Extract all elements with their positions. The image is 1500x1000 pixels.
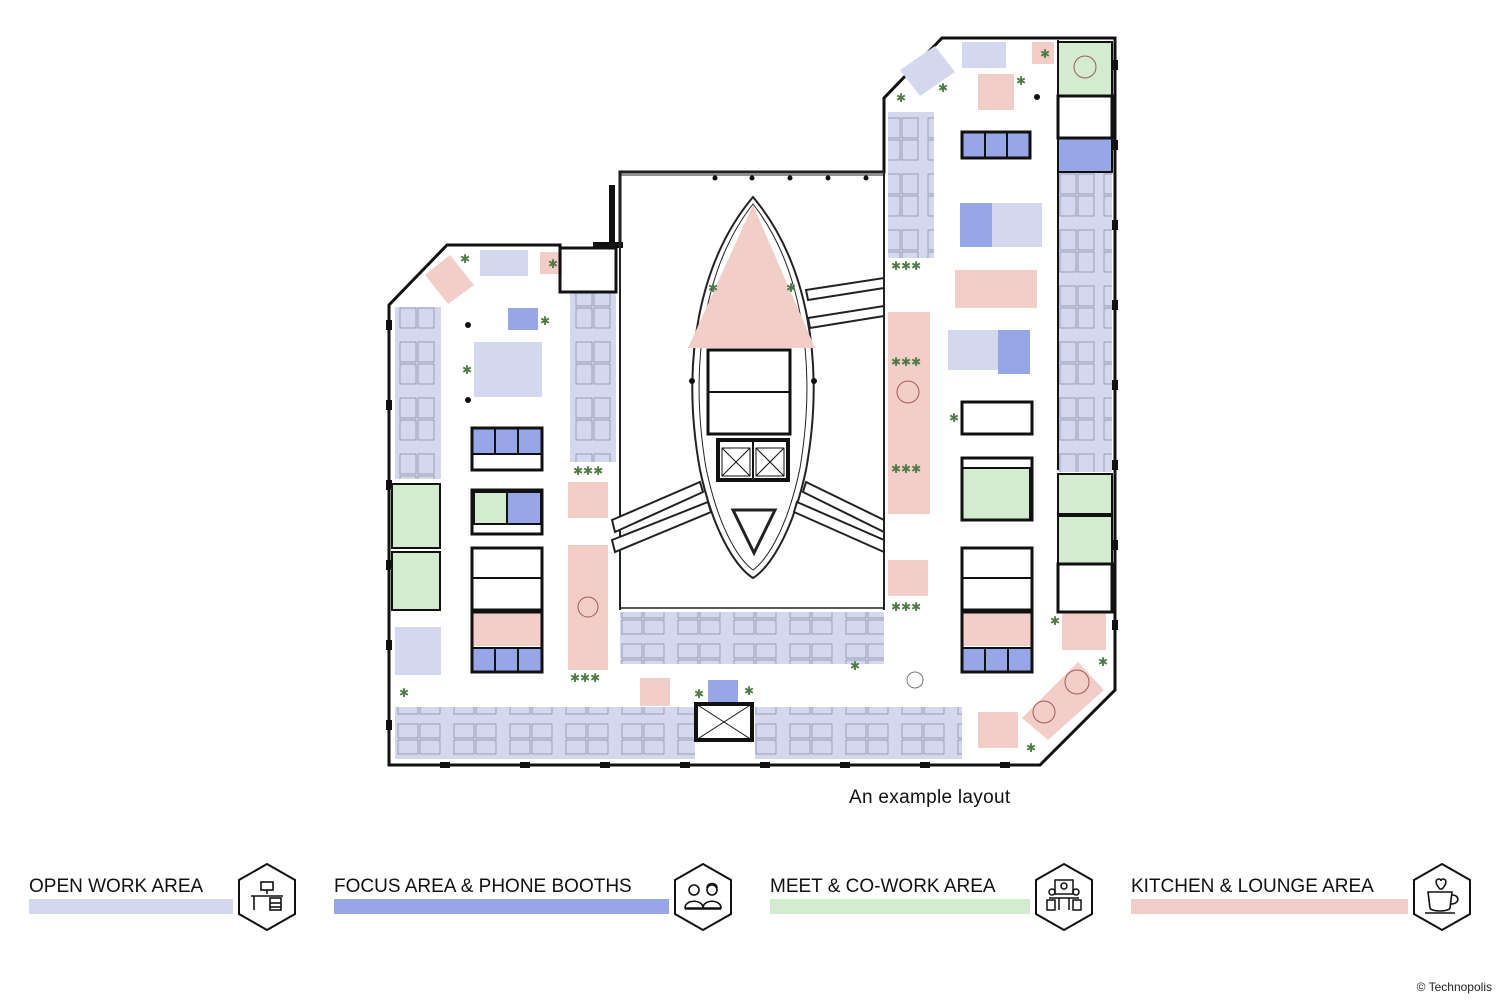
svg-text:✱✱✱: ✱✱✱ xyxy=(891,259,921,273)
columns xyxy=(386,60,1118,768)
svg-text:✱: ✱ xyxy=(1098,655,1108,669)
atrium-lounge xyxy=(688,205,815,348)
desk-icon xyxy=(238,862,296,932)
svg-text:✱: ✱ xyxy=(708,281,718,295)
svg-text:✱: ✱ xyxy=(744,684,754,698)
meeting-icon xyxy=(1035,862,1093,932)
svg-text:✱: ✱ xyxy=(540,314,550,328)
legend-kitchen: KITCHEN & LOUNGE AREA xyxy=(1131,862,1476,932)
coffee-cup-icon xyxy=(1413,862,1471,932)
svg-text:✱: ✱ xyxy=(694,687,704,701)
round-tables xyxy=(577,55,1097,724)
svg-text:✱: ✱ xyxy=(1040,47,1050,61)
core xyxy=(706,348,792,482)
svg-text:✱: ✱ xyxy=(1050,614,1060,628)
legend-focus-label: FOCUS AREA & PHONE BOOTHS xyxy=(334,876,632,897)
desk-overlays xyxy=(395,112,1112,479)
svg-text:✱: ✱ xyxy=(786,281,796,295)
kitchen-zones xyxy=(425,42,1106,748)
desk-overlays-horizontal xyxy=(395,612,962,759)
svg-text:✱: ✱ xyxy=(548,257,558,271)
svg-text:✱✱✱: ✱✱✱ xyxy=(891,355,921,369)
svg-text:✱✱✱: ✱✱✱ xyxy=(573,464,603,478)
svg-text:✱: ✱ xyxy=(399,686,409,700)
interior-walls xyxy=(470,40,1114,742)
legend-open-work-label: OPEN WORK AREA xyxy=(29,876,204,897)
focus-zones-plain xyxy=(508,203,1030,704)
booth-dividers xyxy=(494,132,1009,672)
svg-text:✱✱✱: ✱✱✱ xyxy=(891,600,921,614)
svg-text:✱: ✱ xyxy=(460,252,470,266)
svg-text:✱: ✱ xyxy=(938,81,948,95)
meet-zones xyxy=(391,41,1113,611)
svg-text:✱: ✱ xyxy=(462,363,472,377)
svg-text:✱✱✱: ✱✱✱ xyxy=(891,462,921,476)
plants: ✱✱✱✱✱✱ ✱✱✱✱✱✱ ✱✱✱✱✱✱ ✱✱ ✱✱ ✱✱ ✱✱ ✱✱ ✱✱ ✱… xyxy=(399,47,1108,755)
legend-focus-swatch xyxy=(334,899,669,914)
elevators xyxy=(721,447,785,477)
legend-open-work: OPEN WORK AREA xyxy=(29,862,299,932)
copyright-notice: © Technopolis xyxy=(1416,980,1492,994)
legend-open-work-swatch xyxy=(29,899,233,914)
legend-focus: FOCUS AREA & PHONE BOOTHS xyxy=(334,862,734,932)
svg-text:✱: ✱ xyxy=(949,411,959,425)
legend-meet-label: MEET & CO-WORK AREA xyxy=(770,876,996,897)
legend-meet: MEET & CO-WORK AREA xyxy=(770,862,1100,932)
svg-text:✱: ✱ xyxy=(1026,741,1036,755)
focus-zones xyxy=(471,131,1113,673)
phone-booth-icon xyxy=(674,862,732,932)
layout-caption: An example layout xyxy=(849,787,1011,808)
svg-text:✱: ✱ xyxy=(896,91,906,105)
legend-meet-swatch xyxy=(770,899,1030,914)
floor-plan: ✱✱✱✱✱✱ ✱✱✱✱✱✱ ✱✱✱✱✱✱ ✱✱ ✱✱ ✱✱ ✱✱ ✱✱ ✱✱ ✱… xyxy=(386,36,1118,768)
legend-kitchen-label: KITCHEN & LOUNGE AREA xyxy=(1131,876,1374,897)
atrium xyxy=(610,171,885,610)
svg-text:✱✱✱: ✱✱✱ xyxy=(570,671,600,685)
legend-kitchen-swatch xyxy=(1131,899,1408,914)
svg-text:✱: ✱ xyxy=(850,659,860,673)
svg-text:✱: ✱ xyxy=(1016,74,1026,88)
